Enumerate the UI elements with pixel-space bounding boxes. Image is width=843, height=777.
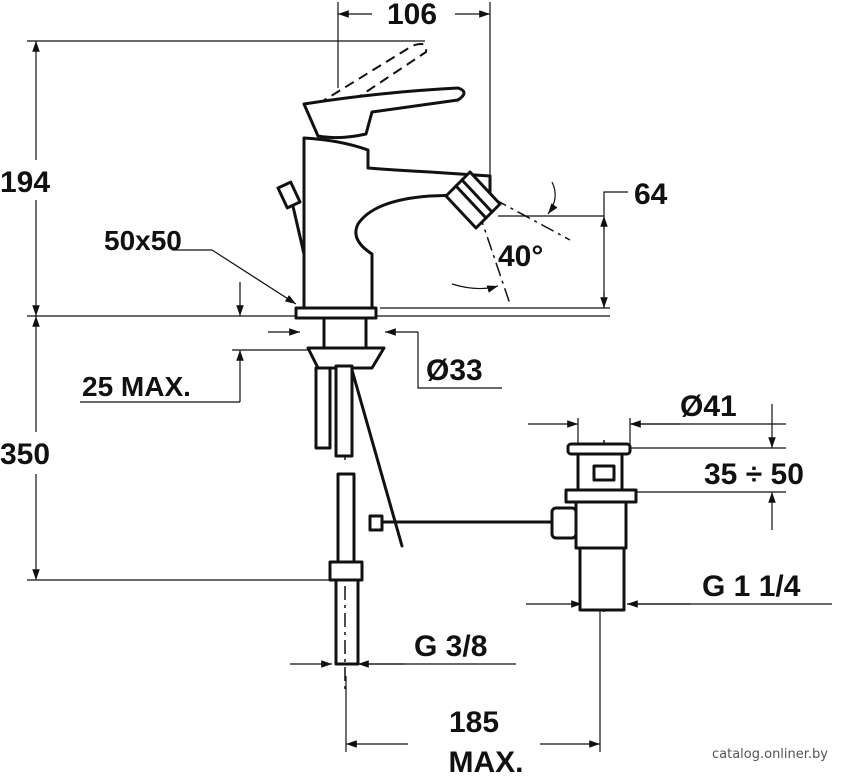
dim-under-deck-length: 350 bbox=[0, 438, 50, 471]
dimension-labels: 106 194 50x50 64 40° Ø33 25 MAX. 350 Ø41… bbox=[0, 0, 804, 777]
under-deck-fixings bbox=[306, 316, 554, 666]
center-lines bbox=[344, 185, 605, 690]
dim-pull-rod-max: MAX. bbox=[449, 746, 524, 777]
spray-nozzle bbox=[444, 170, 502, 230]
dimension-lines bbox=[27, 2, 832, 752]
dim-waste-diameter: Ø41 bbox=[680, 390, 737, 423]
dim-base-size: 50x50 bbox=[104, 225, 182, 256]
faucet-body bbox=[276, 43, 502, 320]
dim-height-total: 194 bbox=[0, 166, 50, 199]
dim-deck-thickness: 25 MAX. bbox=[82, 371, 191, 402]
dim-waste-range: 35 ÷ 50 bbox=[704, 458, 804, 491]
dim-spout-height: 64 bbox=[634, 178, 668, 211]
dim-pull-rod-length: 185 bbox=[449, 706, 499, 739]
dim-supply-thread: G 3/8 bbox=[414, 630, 487, 663]
dim-width-top: 106 bbox=[387, 0, 437, 31]
waste-assembly bbox=[550, 442, 638, 612]
watermark: catalog.onliner.by bbox=[712, 747, 828, 762]
dim-hole-diameter: Ø33 bbox=[426, 354, 483, 387]
pop-up-knob bbox=[276, 180, 306, 256]
dim-waste-thread: G 1 1/4 bbox=[702, 570, 801, 603]
dim-spray-angle: 40° bbox=[498, 240, 543, 273]
